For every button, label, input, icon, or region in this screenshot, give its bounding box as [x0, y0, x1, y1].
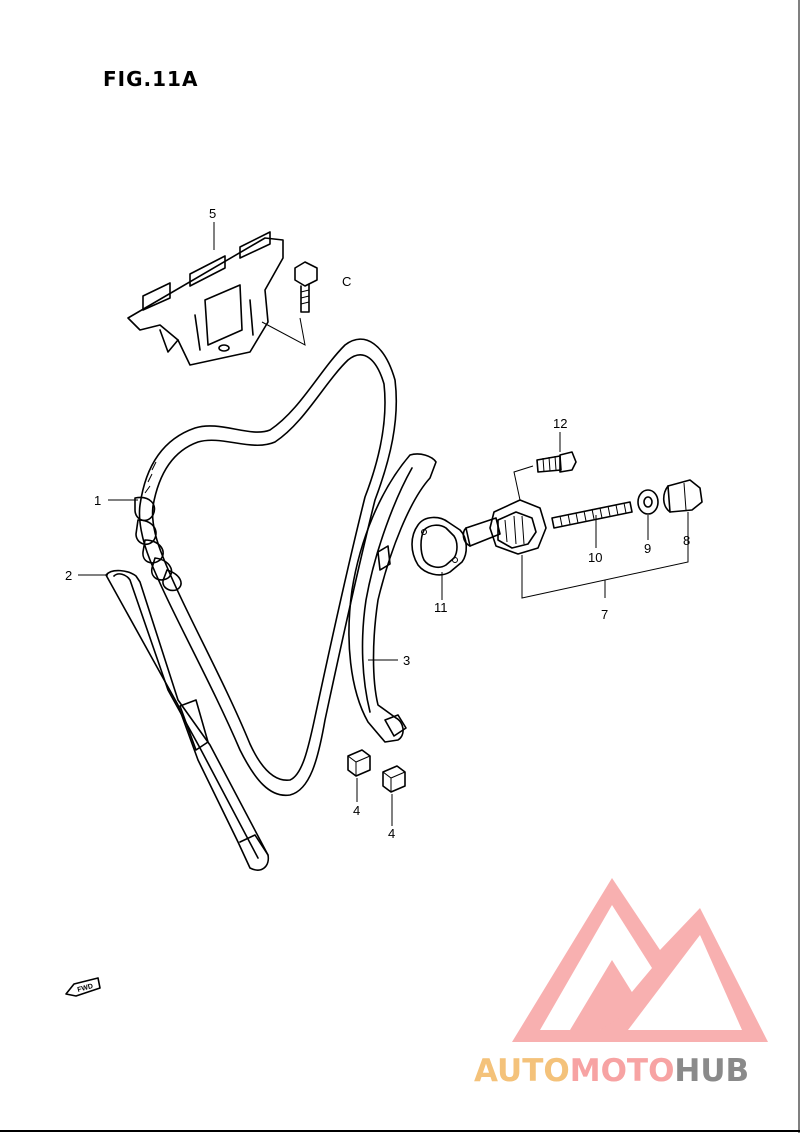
- figure-title: FIG.11A: [103, 67, 198, 91]
- part-10-spring: [551, 501, 633, 529]
- watermark-logo-icon: [512, 878, 768, 1042]
- callout-1: 1: [94, 493, 101, 508]
- part-11-gasket: [411, 516, 468, 576]
- callout-12: 12: [553, 416, 567, 431]
- part-4-damper-a: [347, 749, 371, 777]
- watermark-auto: AUTO: [474, 1053, 570, 1089]
- part-5-upper-chain-guide: [127, 231, 284, 366]
- callout-11: 11: [434, 600, 448, 615]
- bolt-upper-guide: [261, 261, 318, 346]
- callout-9: 9: [644, 541, 651, 556]
- callout-5: 5: [209, 206, 216, 221]
- watermark-text: AUTOMOTOHUB: [474, 1053, 749, 1089]
- part-1-cam-chain: [134, 338, 398, 797]
- part-3-tensioner-guide: [348, 453, 437, 743]
- fwd-label: FWD: [77, 983, 94, 994]
- mark-c: C: [342, 274, 351, 289]
- part-2-chain-guide: [105, 569, 270, 871]
- callout-2: 2: [65, 568, 72, 583]
- watermark-moto: MOTO: [570, 1053, 675, 1089]
- part-7-tensioner-body: [462, 499, 547, 555]
- fwd-arrow-icon: FWD: [65, 977, 101, 997]
- callout-7: 7: [601, 607, 608, 622]
- part-9-washer: [637, 489, 659, 515]
- part-8-cap-bolt: [662, 479, 703, 513]
- callout-4a: 4: [353, 803, 360, 818]
- part-4-damper-b: [382, 765, 406, 793]
- watermark-hub: HUB: [674, 1053, 749, 1089]
- callout-3: 3: [403, 653, 410, 668]
- part-12-bolt: [513, 451, 577, 501]
- callout-8: 8: [683, 533, 690, 548]
- callout-10: 10: [588, 550, 602, 565]
- callout-4b: 4: [388, 826, 395, 841]
